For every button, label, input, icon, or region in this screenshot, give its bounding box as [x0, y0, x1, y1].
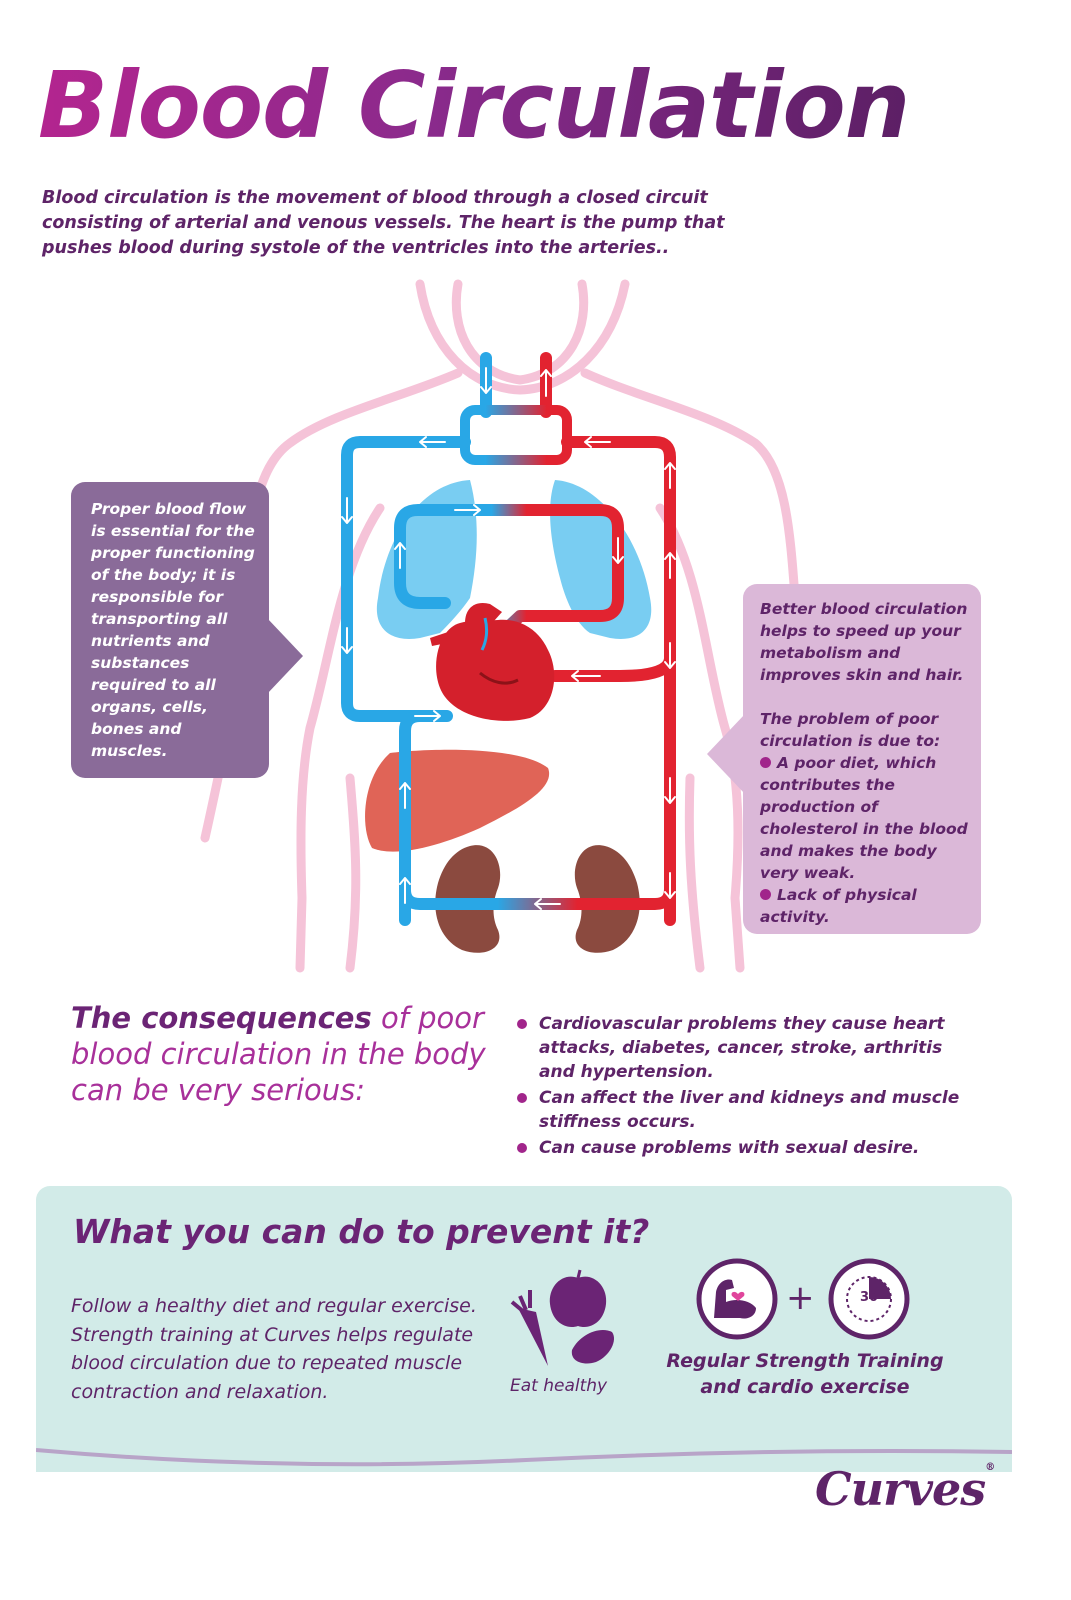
logo-text: Curves	[815, 1462, 986, 1516]
page-title: Blood Circulation	[38, 52, 910, 159]
healthy-food-icon	[510, 1269, 615, 1366]
circulation-diagram	[200, 279, 843, 973]
prevention-text: Follow a healthy diet and regular exerci…	[71, 1295, 477, 1403]
muscle-arm-icon	[696, 1258, 778, 1340]
left-lung	[376, 480, 477, 639]
prevention-title: What you can do to prevent it?	[73, 1212, 650, 1251]
plus-sign: +	[786, 1278, 815, 1318]
registered-mark: ®	[985, 1462, 995, 1473]
right-lung	[550, 480, 652, 639]
consequences-list: Cardiovascular problems they cause heart…	[515, 1012, 965, 1162]
consequences-heading: The consequences of poor blood circulati…	[71, 1000, 511, 1108]
timer-icon: 30	[826, 1256, 912, 1342]
right-bubble-p1: Better blood circulation helps to speed …	[760, 600, 968, 684]
flow-arrows	[341, 367, 676, 910]
heart	[430, 602, 555, 721]
curves-logo: Curves®	[815, 1462, 995, 1516]
eat-healthy-label: Eat healthy	[510, 1376, 608, 1396]
right-info-bubble: Better blood circulation helps to speed …	[707, 584, 981, 934]
panel-wave	[36, 1430, 1012, 1467]
head-capillaries	[460, 405, 572, 465]
left-info-bubble: Proper blood flow is essential for the p…	[71, 482, 303, 778]
bullet-dot	[760, 889, 771, 900]
list-item: Cardiovascular problems they cause heart…	[515, 1012, 965, 1084]
training-label: Regular Strength Training and cardio exe…	[666, 1350, 944, 1398]
right-bubble-item-text: A poor diet, which contributes the produ…	[760, 754, 968, 882]
pulmonary-loop	[394, 504, 624, 636]
bullet-dot	[760, 757, 771, 768]
consequences-lead: The consequences	[71, 1001, 372, 1035]
right-bubble-item-text: Lack of physical activity.	[760, 886, 917, 926]
right-bubble-p2: The problem of poor circulation is due t…	[760, 710, 941, 750]
artery-right-upper	[561, 436, 676, 904]
artery-heart-branch	[549, 652, 676, 682]
right-bubble-item: Lack of physical activity.	[760, 884, 971, 928]
timer-value: 30	[859, 1290, 879, 1305]
intro-text: Blood circulation is the movement of blo…	[42, 188, 725, 258]
list-item: Can cause problems with sexual desire.	[515, 1136, 965, 1160]
left-bubble-text: Proper blood flow is essential for the p…	[91, 500, 255, 760]
right-bubble-item: A poor diet, which contributes the produ…	[760, 752, 971, 884]
list-item: Can affect the liver and kidneys and mus…	[515, 1086, 965, 1134]
consequences-rest: of poor blood circulation in the body ca…	[71, 1001, 486, 1107]
vein-left-upper	[341, 436, 471, 722]
